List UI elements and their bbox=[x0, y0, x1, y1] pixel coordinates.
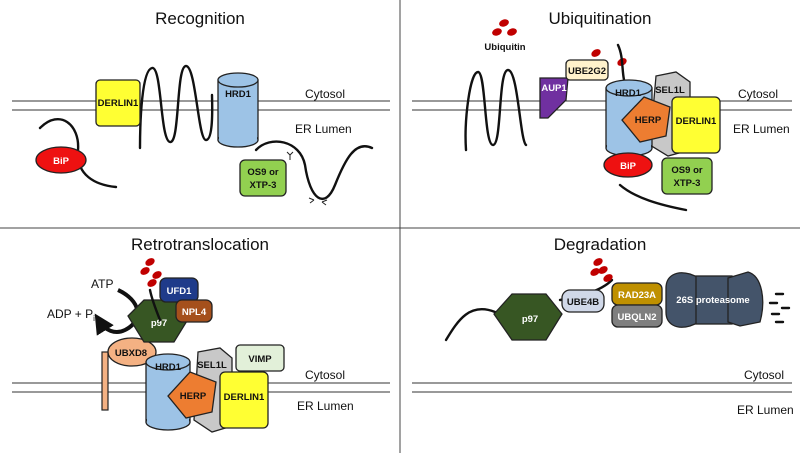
vimp-label: VIMP bbox=[248, 354, 272, 365]
er-lumen-label: ER Lumen bbox=[297, 399, 354, 413]
ubqln2-label: UBQLN2 bbox=[617, 312, 656, 323]
ubqln2-protein: UBQLN2 bbox=[611, 304, 663, 328]
er-lumen-label: ER Lumen bbox=[295, 122, 352, 136]
ubxd8-label: UBXD8 bbox=[115, 348, 147, 359]
aup1-protein: AUP1 bbox=[539, 77, 569, 119]
ufd1-protein: UFD1 bbox=[159, 277, 199, 303]
er-lumen-label: ER Lumen bbox=[737, 403, 794, 417]
derlin1-label: DERLIN1 bbox=[676, 116, 717, 127]
aup1-label: AUP1 bbox=[541, 83, 567, 94]
vimp-protein: VIMP bbox=[235, 344, 285, 372]
peptide-fragments bbox=[768, 292, 791, 324]
atp-hydrolysis-arrow bbox=[94, 288, 140, 336]
proteasome-26s: 26S proteasome bbox=[665, 271, 764, 328]
panel-title-degradation: Degradation bbox=[554, 235, 647, 254]
ube2g2-protein: UBE2G2 bbox=[565, 59, 609, 81]
npl4-label: NPL4 bbox=[182, 307, 207, 318]
ubiquitin-on-ube2g2 bbox=[591, 49, 601, 57]
panel-recognition: Recognition Cytosol ER Lumen HRD1 DERLIN… bbox=[12, 9, 390, 206]
bip-label: BiP bbox=[53, 156, 70, 167]
atp-label: ATP bbox=[91, 277, 113, 291]
sel1l-label: SEL1L bbox=[197, 360, 227, 371]
bip-label: BiP bbox=[620, 161, 637, 172]
lumen-strand bbox=[618, 183, 688, 212]
ubiquitin-label: Ubiquitin bbox=[484, 42, 525, 53]
hrd1-label: HRD1 bbox=[615, 88, 642, 99]
er-lumen-label: ER Lumen bbox=[733, 122, 790, 136]
os9-xtp3-protein: OS9 or XTP-3 bbox=[239, 159, 287, 197]
ubxd8-protein: UBXD8 bbox=[107, 337, 157, 367]
hrd1-protein: HRD1 bbox=[217, 72, 259, 148]
npl4-protein: NPL4 bbox=[175, 299, 213, 323]
p97-label: p97 bbox=[151, 318, 167, 329]
cytosol-label: Cytosol bbox=[744, 368, 784, 382]
ube4b-label: UBE4B bbox=[567, 297, 599, 308]
panel-title-retrotranslocation: Retrotranslocation bbox=[131, 235, 269, 254]
cytosol-label: Cytosol bbox=[305, 368, 345, 382]
herp-protein: HERP bbox=[167, 371, 217, 419]
panel-title-recognition: Recognition bbox=[155, 9, 245, 28]
os9-label-line2: XTP-3 bbox=[674, 178, 701, 189]
ubxd8-anchor bbox=[101, 351, 109, 411]
derlin1-protein: DERLIN1 bbox=[671, 96, 721, 154]
herp-label: HERP bbox=[180, 391, 207, 402]
hrd1-transmembrane-loops bbox=[138, 64, 214, 150]
substrate-strand bbox=[444, 307, 497, 342]
substrate-strand bbox=[148, 288, 162, 322]
os9-label-line1: OS9 or bbox=[671, 165, 702, 176]
panel-ubiquitination: Ubiquitination Ubiquitin Cytosol ER Lume… bbox=[412, 9, 792, 212]
derlin1-protein: DERLIN1 bbox=[219, 371, 269, 429]
proteasome-label: 26S proteasome bbox=[676, 295, 749, 306]
sel1l-label: SEL1L bbox=[655, 85, 685, 96]
derlin1-protein: DERLIN1 bbox=[95, 79, 141, 127]
hrd1-label: HRD1 bbox=[155, 362, 182, 373]
free-ubiquitin bbox=[492, 19, 517, 36]
p97-protein: p97 bbox=[493, 293, 563, 341]
bip-protein: BiP bbox=[603, 152, 653, 178]
panel-degradation: Degradation Cytosol ER Lumen p97 UBE4B bbox=[412, 235, 794, 417]
cytosol-label: Cytosol bbox=[305, 87, 345, 101]
adp-label: ADP + Pi bbox=[47, 307, 95, 323]
rad23a-label: RAD23A bbox=[618, 290, 656, 301]
substrate-strand-right bbox=[254, 140, 374, 200]
bip-protein: BiP bbox=[35, 146, 87, 174]
transmembrane-loops bbox=[464, 68, 528, 152]
os9-label-line1: OS9 or bbox=[247, 167, 278, 178]
herp-protein: HERP bbox=[621, 96, 671, 143]
glycan-marks bbox=[286, 151, 328, 206]
derlin1-label: DERLIN1 bbox=[98, 98, 139, 109]
panel-retrotranslocation: Retrotranslocation Cytosol ER Lumen ATP … bbox=[12, 235, 390, 433]
hrd1-label: HRD1 bbox=[225, 89, 252, 100]
ubiquitin-chain bbox=[590, 258, 613, 282]
rad23a-protein: RAD23A bbox=[611, 282, 663, 306]
herp-label: HERP bbox=[635, 115, 662, 126]
ubiquitin-chain bbox=[140, 258, 162, 287]
os9-xtp3-protein: OS9 or XTP-3 bbox=[661, 157, 713, 195]
os9-label-line2: XTP-3 bbox=[250, 180, 277, 191]
ube4b-protein: UBE4B bbox=[561, 289, 605, 313]
ube2g2-label: UBE2G2 bbox=[568, 66, 606, 77]
cytosol-label: Cytosol bbox=[738, 87, 778, 101]
derlin1-label: DERLIN1 bbox=[224, 392, 265, 403]
ufd1-label: UFD1 bbox=[167, 286, 193, 297]
p97-label: p97 bbox=[522, 314, 538, 325]
panel-title-ubiquitination: Ubiquitination bbox=[548, 9, 651, 28]
